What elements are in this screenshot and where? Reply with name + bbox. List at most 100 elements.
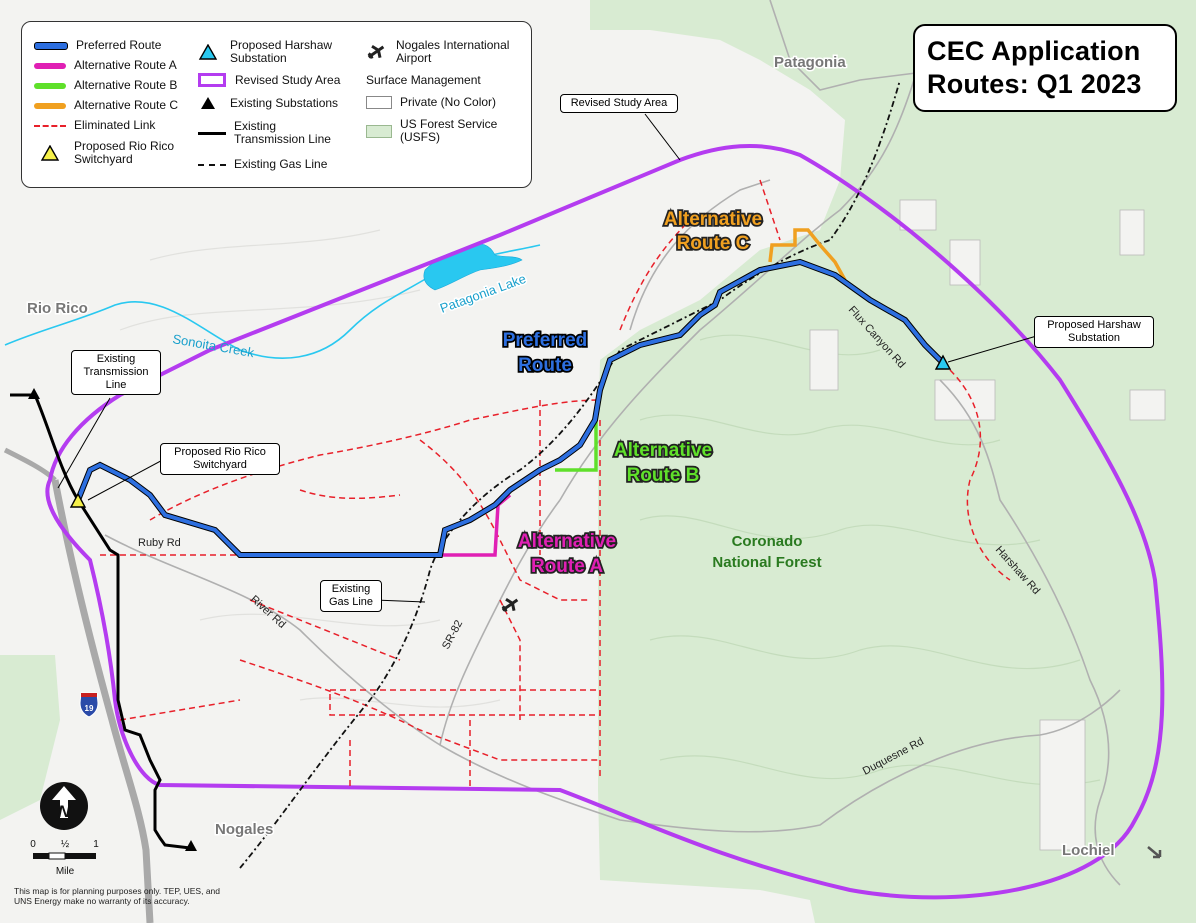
forest-ridges: [639, 334, 1101, 786]
callout-text: Gas Line: [328, 596, 374, 608]
callout-leaders: [57, 113, 1041, 603]
preferred-route-label-2: Route: [518, 355, 572, 376]
alt-route-c-swatch: [34, 102, 66, 109]
existing-substation-south: [185, 840, 197, 851]
callout-revised-study-area: Revised Study Area: [560, 94, 678, 113]
existing-gas-line: [239, 79, 901, 869]
revised-study-area-boundary: [45, 143, 1165, 900]
scale-zero: 0: [30, 839, 36, 850]
legend-label-line: Substation: [230, 51, 287, 65]
legend-label: Existing Gas Line: [234, 157, 328, 171]
legend-revised-study-area: Revised Study Area: [198, 73, 340, 87]
nogales-label: Nogales: [215, 821, 273, 838]
legend-alt-route-b: Alternative Route B: [34, 79, 177, 92]
callout-text: Transmission: [83, 366, 149, 378]
gas-line-swatch: [198, 163, 226, 166]
callout-rio-rico-switchyard: Proposed Rio Rico Switchyard: [160, 443, 280, 475]
alt-route-b-swatch: [34, 82, 66, 89]
disclaimer: This map is for planning purposes only. …: [14, 886, 221, 906]
alt-route-c-label-1: Alternative: [664, 209, 762, 230]
map-title-line-1: CEC Application: [927, 36, 1141, 66]
legend-label: US Forest Service(USFS): [400, 118, 497, 144]
legend-label: Alternative Route C: [74, 98, 179, 112]
legend-label-line: Airport: [396, 51, 432, 65]
lochiel-arrow-icon: [1147, 846, 1162, 859]
eliminated-link-swatch: [34, 124, 66, 127]
rio-rico-switchyard-marker[interactable]: [69, 492, 87, 508]
patagonia-label: Patagonia: [774, 54, 846, 71]
callout-text: Substation: [1068, 332, 1120, 344]
legend-alt-route-a: Alternative Route A: [34, 59, 177, 72]
callout-text: Existing: [331, 583, 371, 595]
callout-existing-transmission: Existing Transmission Line: [71, 350, 161, 395]
callout-harshaw-substation: Proposed Harshaw Substation: [1034, 316, 1154, 348]
substation-legend-icon: [198, 44, 218, 60]
legend-label: Alternative Route B: [74, 78, 178, 92]
north-arrow-letter: N: [58, 802, 71, 821]
i19-label: 19: [85, 704, 94, 713]
rio-rico-label: Rio Rico: [27, 300, 88, 317]
legend-label: Surface Management: [366, 73, 481, 87]
legend-label: Private (No Color): [400, 95, 497, 109]
legend-label: Preferred Route: [76, 38, 162, 52]
private-inholdings: [809, 199, 1166, 851]
scale-unit: Mile: [56, 866, 75, 877]
north-arrow: N: [40, 782, 88, 830]
ruby-rd-label: Ruby Rd: [138, 537, 181, 549]
transmission-swatch: [198, 131, 226, 135]
legend-eliminated-link: Eliminated Link: [34, 119, 155, 132]
lochiel-label: Lochiel: [1062, 842, 1115, 859]
route-labels: Preferred Route Alternative Route B Alte…: [501, 207, 764, 579]
callout-text: Line: [105, 379, 127, 391]
usfs-land: [590, 0, 1196, 923]
alternative-route-b: [555, 420, 598, 472]
legend-existing-gas-line: Existing Gas Line: [198, 158, 327, 171]
place-labels: Patagonia Rio Rico Nogales Lochiel Coron…: [26, 53, 1117, 861]
legend-label-line: (USFS): [400, 130, 440, 144]
existing-substation-legend-icon: [201, 97, 215, 109]
legend-label-line: Proposed Harshaw: [230, 38, 333, 52]
map-title-line-2: Routes: Q1 2023: [927, 69, 1142, 99]
callout-text: Proposed Harshaw: [1047, 319, 1141, 331]
legend-label: Revised Study Area: [235, 72, 341, 87]
preferred-route-swatch: [34, 41, 68, 50]
harshaw-substation-marker[interactable]: [934, 354, 952, 370]
alt-route-a-label-1: Alternative: [518, 531, 616, 552]
private-swatch: [366, 96, 392, 109]
legend-existing-substations: Existing Substations: [194, 96, 338, 110]
legend-label-line: Nogales International: [396, 38, 510, 52]
callout-text: Switchyard: [193, 459, 247, 471]
callout-text: Revised Study Area: [570, 97, 668, 109]
roads: [104, 0, 1121, 886]
preferred-route-label-1: Preferred: [503, 330, 588, 351]
legend-usfs: US Forest Service(USFS): [366, 118, 497, 144]
legend-label: Existing Substations: [230, 95, 339, 110]
usfs-swatch: [366, 124, 392, 138]
legend-surface-management: Surface Management: [366, 74, 481, 87]
map-title: CEC Application Routes: Q1 2023: [913, 24, 1177, 112]
legend-preferred-route: Preferred Route: [34, 39, 161, 52]
usfs-land-west: [0, 655, 60, 820]
alt-route-b-label-1: Alternative: [614, 440, 712, 461]
switchyard-legend-icon: [40, 145, 60, 161]
legend-label-line: Proposed Rio Rico: [74, 139, 175, 153]
scale-bar: 0 ½ 1 Mile: [30, 839, 99, 877]
alt-route-b-label-2: Route B: [627, 465, 700, 486]
alternative-route-c: [768, 228, 847, 281]
study-area-swatch: [198, 73, 226, 87]
legend-label-line: Switchyard: [74, 152, 133, 166]
airport-icon: [501, 597, 519, 612]
scale-one: 1: [93, 839, 99, 850]
i19-shield: 19: [79, 692, 99, 718]
alt-route-a-swatch: [34, 62, 66, 69]
